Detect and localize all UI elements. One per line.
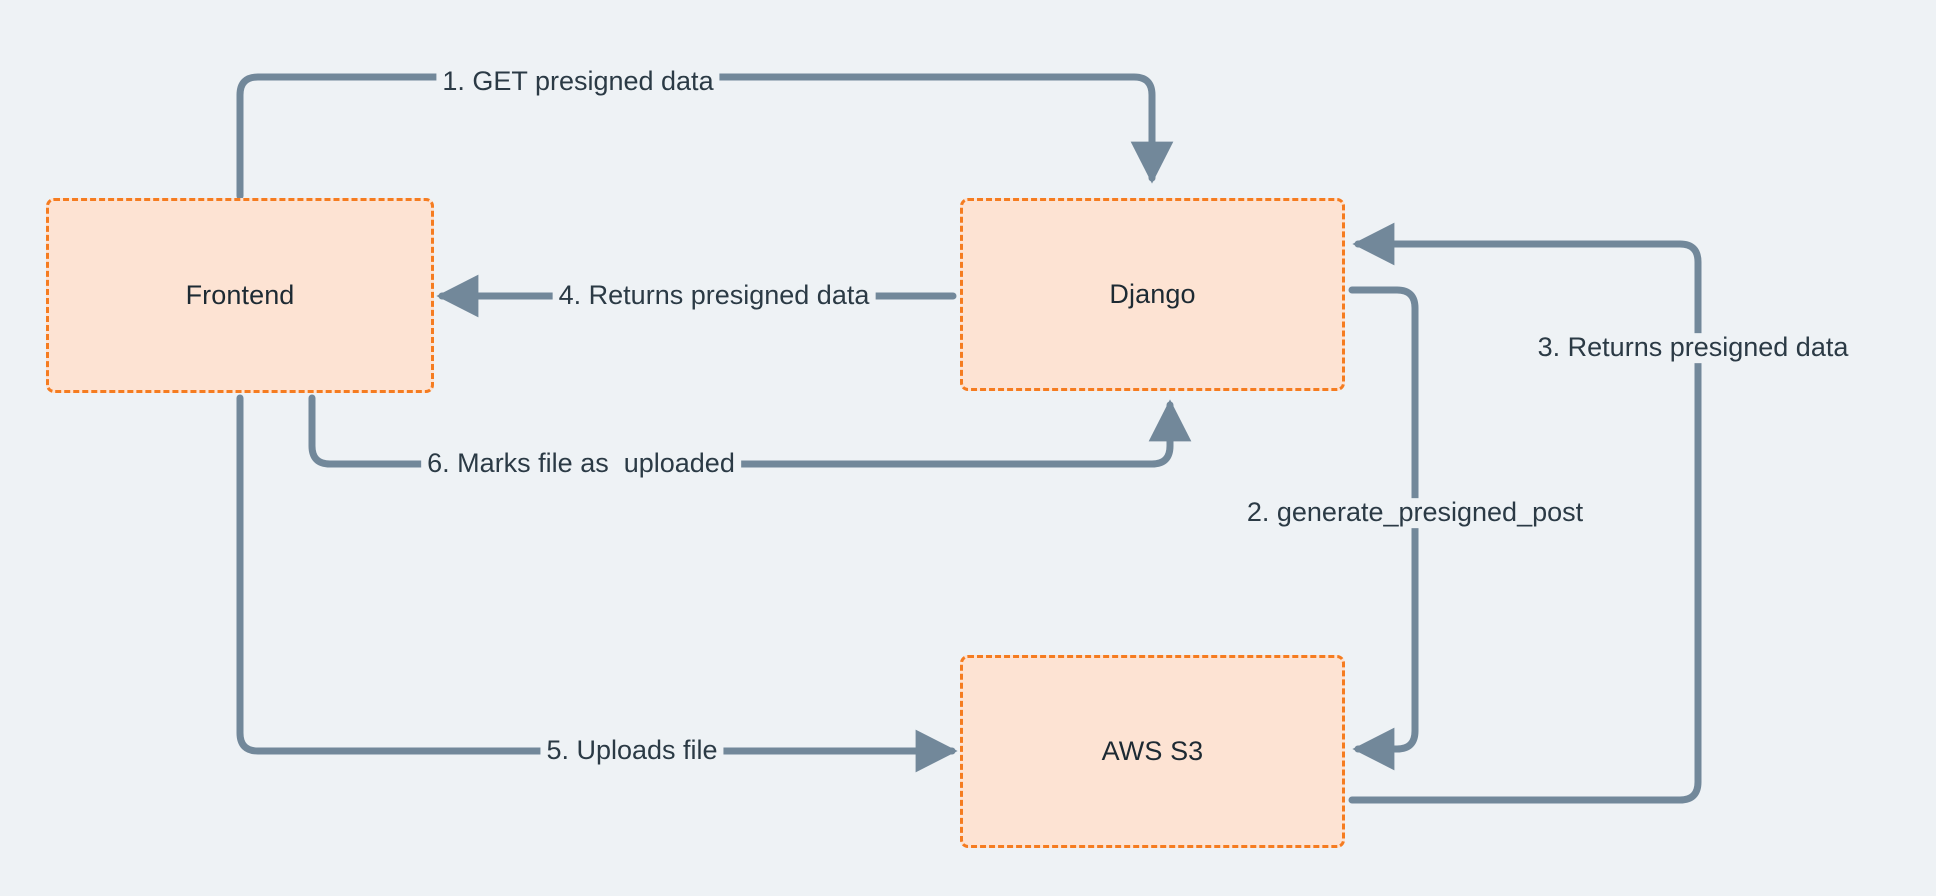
node-aws-s3-label: AWS S3 bbox=[1101, 736, 1204, 766]
node-frontend[interactable]: Frontend bbox=[46, 198, 434, 393]
node-aws-s3[interactable]: AWS S3 bbox=[960, 655, 1345, 848]
edge-6-path bbox=[308, 394, 1192, 468]
edge-label-4: 4. Returns presigned data bbox=[552, 280, 876, 311]
node-django-label: Django bbox=[1109, 279, 1196, 309]
edge-label-5: 5. Uploads file bbox=[540, 735, 724, 766]
edge-label-6: 6. Marks file as uploaded bbox=[421, 448, 741, 479]
edge-label-2: 2. generate_presigned_post bbox=[1240, 497, 1590, 528]
edge-label-1: 1. GET presigned data bbox=[436, 66, 720, 97]
edge-3-path bbox=[1348, 222, 1702, 804]
node-django[interactable]: Django bbox=[960, 198, 1345, 391]
node-frontend-label: Frontend bbox=[185, 280, 295, 310]
edge-5-path bbox=[236, 394, 958, 773]
edge-label-3: 3. Returns presigned data bbox=[1531, 332, 1855, 363]
